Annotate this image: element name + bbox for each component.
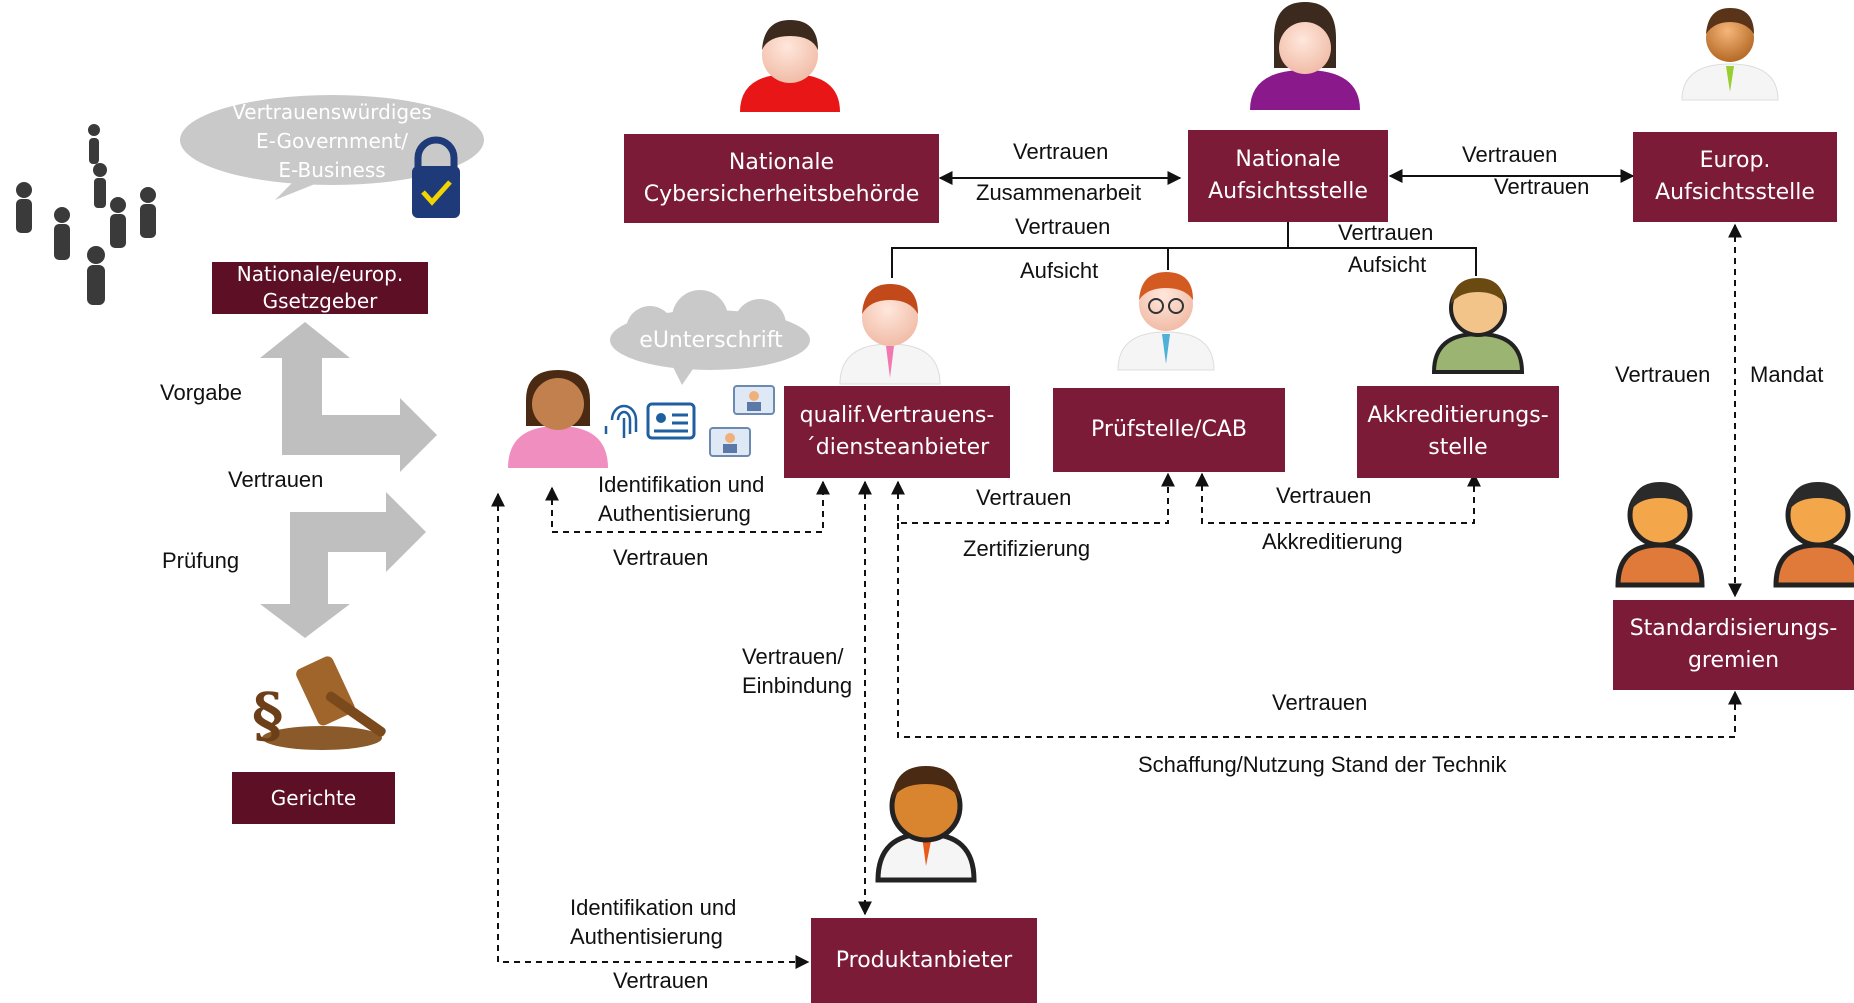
label-euro-standards-mandate: Mandat — [1750, 362, 1824, 387]
label-cab-accreditation: Akkreditierung — [1262, 529, 1403, 554]
box-national-cyber-authority: Nationale Cybersicherheitsbehörde — [624, 134, 939, 223]
label-cab-accreditation-trust: Vertrauen — [1276, 483, 1372, 508]
arrow-qtsp-cab — [891, 472, 1175, 524]
label-cyber-national-cooperation: Zusammenarbeit — [976, 180, 1142, 205]
label-euro-standards-trust: Vertrauen — [1615, 362, 1711, 387]
person-green-icon — [1431, 278, 1525, 374]
arrow-pruefung-icon — [260, 492, 426, 638]
cloud-egov — [180, 95, 484, 200]
box-national-supervision: Nationale Aufsichtsstelle — [1188, 130, 1388, 222]
person-user-icon — [508, 370, 608, 468]
box-product-provider: Produktanbieter — [811, 918, 1037, 1003]
box-legislator: Nationale/europ. Gsetzgeber — [212, 262, 428, 314]
label-left-trust: Vertrauen — [228, 467, 324, 492]
label-state-of-the-art: Schaffung/Nutzung Stand der Technik — [1138, 752, 1507, 777]
label-pruefung: Prüfung — [162, 548, 240, 573]
arrow-cab-accreditation — [1195, 472, 1481, 524]
label-vorgabe: Vorgabe — [160, 380, 242, 405]
label-user-qtsp-trust: Vertrauen — [613, 545, 709, 570]
crowd-icon — [16, 124, 156, 305]
person-orange-icon — [1615, 482, 1705, 588]
person-purple-icon — [1250, 2, 1360, 110]
label-supervision-left: Aufsicht — [1020, 258, 1099, 283]
cloud-esign — [610, 290, 810, 385]
label-user-qtsp-identification: Identifikation und Authentisierung — [598, 472, 765, 526]
label-national-euro-trust-1: Vertrauen — [1462, 142, 1558, 167]
person-tie-icon — [1681, 8, 1779, 101]
label-user-product-trust: Vertrauen — [613, 968, 709, 993]
label-supervision-right: Aufsicht — [1348, 252, 1427, 277]
label-cyber-national-trust: Vertrauen — [1013, 139, 1109, 164]
person-glasses-icon — [1117, 272, 1215, 371]
label-user-product-identification: Identifikation und Authentisierung — [570, 895, 737, 949]
box-accreditation-body: Akkreditierungs- stelle — [1357, 386, 1559, 478]
video-call-icon — [709, 385, 775, 457]
person-red-icon — [740, 20, 840, 112]
arrow-user-product — [491, 492, 810, 969]
label-supervision-right-trust: Vertrauen — [1338, 220, 1434, 245]
arrow-qtsp-standards — [897, 523, 1742, 738]
person-orange-icon — [1773, 482, 1854, 588]
label-qtsp-standards-trust: Vertrauen — [1272, 690, 1368, 715]
person-qtsp-icon — [839, 284, 941, 385]
arrow-vorgabe-icon — [260, 322, 437, 472]
box-standardization-bodies: Standardisierungs- gremien — [1613, 600, 1854, 690]
connectors — [491, 169, 1742, 969]
fingerprint-icon — [604, 404, 638, 438]
person-product-icon — [875, 766, 977, 883]
box-courts: Gerichte — [232, 772, 395, 824]
id-card-icon — [646, 402, 696, 440]
label-qtsp-cab-trust: Vertrauen — [976, 485, 1072, 510]
box-conformity-assessment-body: Prüfstelle/CAB — [1053, 388, 1285, 472]
label-qtsp-cab-certification: Zertifizierung — [963, 536, 1091, 561]
supervision-tree — [891, 222, 1477, 278]
label-qtsp-product: Vertrauen/ Einbindung — [742, 644, 853, 698]
padlock-eu-icon — [412, 136, 460, 218]
cloud-esign-text: eUnterschrift — [639, 328, 783, 353]
gavel-paragraph-icon: § — [252, 656, 386, 751]
grey-arrows — [260, 322, 437, 638]
svg-text:§: § — [252, 681, 283, 751]
label-national-euro-trust-2: Vertrauen — [1494, 174, 1590, 199]
label-supervision-left-trust: Vertrauen — [1015, 214, 1111, 239]
box-qualified-trust-service-provider: qualif.Vertrauens- ´diensteanbieter — [784, 386, 1010, 478]
box-european-supervision: Europ. Aufsichtsstelle — [1633, 132, 1837, 222]
cloud-egov-text: Vertrauenswürdiges E-Government/ E-Busin… — [232, 100, 432, 182]
